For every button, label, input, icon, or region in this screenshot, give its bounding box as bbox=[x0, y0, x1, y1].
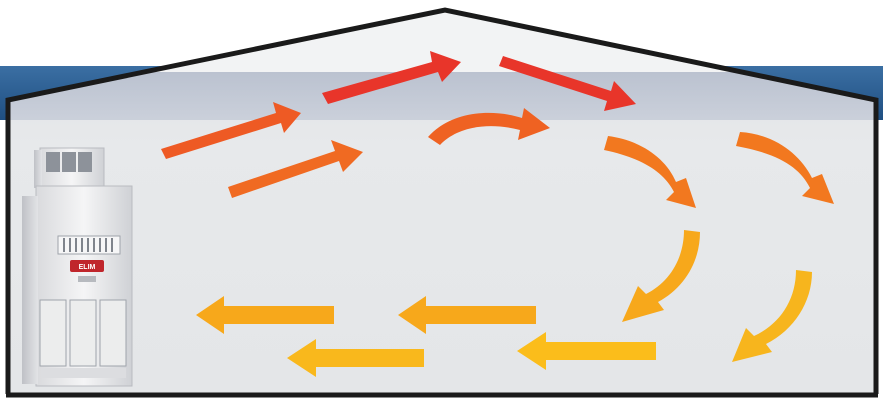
warm-air-arrow-icon bbox=[428, 108, 550, 145]
floor-standing-heater-icon: ELIM bbox=[22, 147, 133, 387]
hot-air-arrow-icon bbox=[322, 51, 461, 104]
hot-air-arrow-icon bbox=[499, 56, 636, 111]
warm-air-arrow-icon bbox=[604, 136, 696, 208]
return-air-arrow-icon bbox=[622, 230, 700, 322]
warm-air-arrow-icon bbox=[736, 132, 834, 204]
warm-air-arrow-icon bbox=[228, 140, 363, 198]
return-air-arrow-icon bbox=[732, 270, 812, 362]
heater-brand-label: ELIM bbox=[79, 264, 96, 271]
building-outline bbox=[5, 7, 879, 394]
roof-gable bbox=[145, 10, 738, 72]
return-air-arrow-icon bbox=[517, 332, 656, 370]
roof-band-overlay bbox=[8, 72, 876, 120]
hot-air-arrow-icon bbox=[161, 102, 301, 159]
return-air-arrow-icon bbox=[196, 296, 334, 334]
return-air-arrow-icon bbox=[398, 296, 536, 334]
return-air-arrow-icon bbox=[287, 339, 424, 377]
airflow-arrows bbox=[161, 51, 834, 377]
